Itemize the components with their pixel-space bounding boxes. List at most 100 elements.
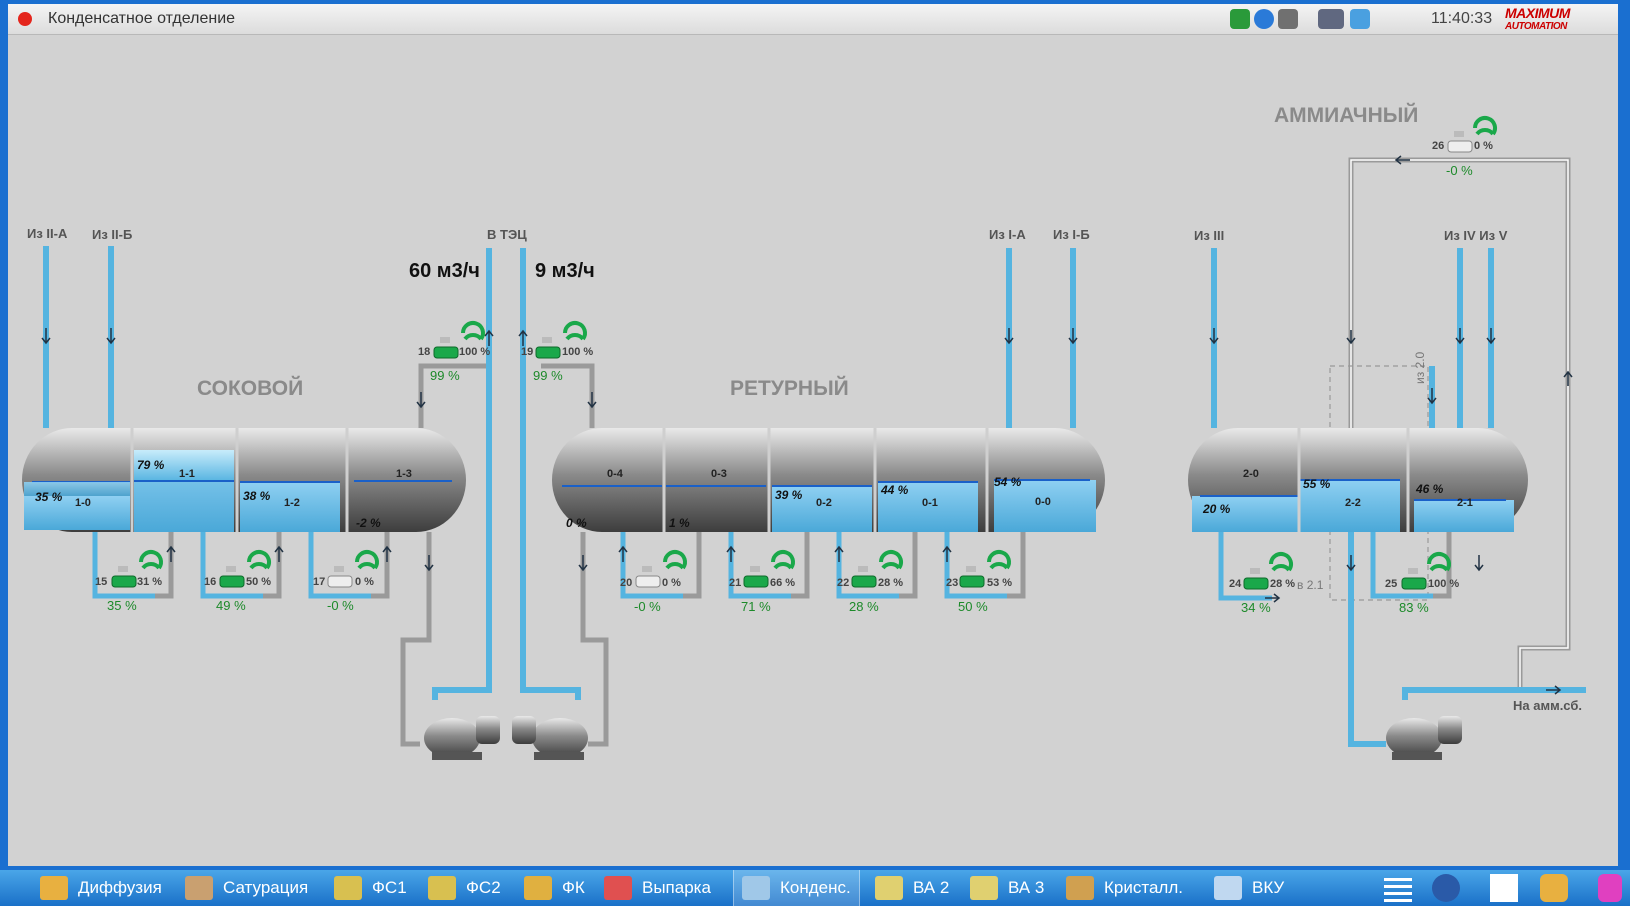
tank-name: 0-1 — [922, 497, 938, 509]
saturation-icon — [185, 876, 213, 900]
network-icon[interactable] — [1278, 9, 1298, 29]
taskbar-fs1[interactable]: ФС1 — [334, 870, 407, 906]
cycle-icon[interactable] — [461, 321, 485, 341]
valve-24[interactable] — [1243, 568, 1269, 590]
filter-icon — [524, 876, 552, 900]
cycle-icon[interactable] — [139, 550, 163, 570]
evaporator-icon — [604, 876, 632, 900]
operator-icon[interactable] — [1318, 9, 1344, 29]
telegram-icon[interactable] — [1350, 9, 1370, 29]
valve-21[interactable] — [743, 566, 769, 588]
valve-feedback: 99 % — [430, 368, 460, 383]
cycle-icon[interactable] — [563, 321, 587, 341]
valve-number: 22 — [837, 577, 850, 589]
valve-15[interactable] — [111, 566, 137, 588]
valve-16[interactable] — [219, 566, 245, 588]
taskbar-va2[interactable]: ВА 2 — [875, 870, 949, 906]
taskbar-vyparka[interactable]: Выпарка — [604, 870, 711, 906]
tank-level: 39 % — [775, 488, 803, 502]
auto-mode-icons — [139, 116, 1497, 572]
taskbar-diffuziya[interactable]: Диффузия — [40, 870, 162, 906]
tank-level: 38 % — [243, 489, 271, 503]
valve-feedback: -0 % — [1446, 163, 1473, 178]
settings-gear-icon[interactable] — [1432, 874, 1460, 902]
cycle-icon[interactable] — [247, 550, 271, 570]
tank-level: 20 % — [1203, 502, 1231, 516]
add-icon[interactable] — [1230, 9, 1250, 29]
valve-17[interactable] — [327, 566, 353, 588]
valve-25[interactable] — [1401, 568, 1427, 590]
tank-name: 1-3 — [396, 468, 412, 480]
flow-rate-1: 60 м3/ч — [409, 260, 480, 282]
valve-26[interactable] — [1447, 131, 1473, 153]
hand-icon[interactable] — [1598, 874, 1622, 902]
inlet-label-ii-b: Из II-Б — [92, 227, 133, 242]
cycle-icon[interactable] — [879, 550, 903, 570]
tank-group-returny — [552, 428, 1105, 532]
valve-number: 20 — [620, 577, 633, 589]
tank-name: 1-1 — [179, 468, 195, 480]
tank-group-sokovoy — [22, 428, 466, 532]
menu-icon[interactable] — [1384, 874, 1412, 902]
cycle-icon[interactable] — [1473, 116, 1497, 136]
vacuum-apparatus-icon — [875, 876, 903, 900]
cycle-icon[interactable] — [987, 550, 1011, 570]
valve-feedback: -0 % — [327, 598, 354, 613]
valve-23[interactable] — [959, 566, 985, 588]
valve-setpoint: 50 % — [246, 576, 272, 588]
tank-name: 2-0 — [1243, 468, 1259, 480]
section-title-ammiachny: АММИАЧНЫЙ — [1274, 104, 1419, 127]
chat-icon[interactable] — [1254, 9, 1274, 29]
trend-chart-icon[interactable] — [1490, 874, 1518, 902]
valve-18[interactable] — [433, 337, 459, 359]
cycle-icon[interactable] — [1427, 552, 1451, 572]
valve-number: 26 — [1432, 140, 1445, 152]
pump-3[interactable] — [1386, 716, 1462, 760]
valve-number: 24 — [1229, 578, 1242, 590]
tank-level: 0 % — [566, 516, 587, 530]
tank-level: 44 % — [881, 483, 909, 497]
crystallizer-icon — [1066, 876, 1094, 900]
taskbar-fk[interactable]: ФК — [524, 870, 585, 906]
valve-setpoint: 31 % — [137, 576, 163, 588]
tank-name: 2-2 — [1345, 497, 1361, 509]
taskbar: Диффузия Сатурация ФС1 ФС2 ФК Выпарка Ко… — [0, 870, 1630, 906]
valve-20[interactable] — [635, 566, 661, 588]
close-icon[interactable] — [18, 12, 32, 26]
taskbar-kondens[interactable]: Конденс. — [733, 870, 860, 906]
valve-setpoint: 0 % — [1474, 140, 1493, 152]
inlet-label-iv-v: Из IV Из V — [1444, 228, 1508, 243]
pump-2[interactable] — [512, 716, 588, 760]
valve-setpoint: 0 % — [355, 576, 374, 588]
annotation-v-2-1: в 2.1 — [1297, 578, 1324, 592]
valve-feedback: 99 % — [533, 368, 563, 383]
valve-symbols — [111, 131, 1473, 590]
tank-name: 1-2 — [284, 497, 300, 509]
taskbar-vku[interactable]: ВКУ — [1214, 870, 1284, 906]
engineer-icon[interactable] — [1540, 874, 1568, 902]
taskbar-kristall[interactable]: Кристалл. — [1066, 870, 1183, 906]
valve-feedback: 28 % — [849, 599, 879, 614]
cycle-icon[interactable] — [663, 550, 687, 570]
cycle-icon[interactable] — [771, 550, 795, 570]
valve-feedback: 83 % — [1399, 600, 1429, 615]
valve-number: 21 — [729, 577, 742, 589]
taskbar-va3[interactable]: ВА 3 — [970, 870, 1044, 906]
filter-icon — [334, 876, 362, 900]
valve-setpoint: 100 % — [562, 346, 594, 358]
pump-1[interactable] — [424, 716, 500, 760]
tank-name: 0-0 — [1035, 496, 1051, 508]
flow-rate-2: 9 м3/ч — [535, 260, 595, 282]
valve-19[interactable] — [535, 337, 561, 359]
taskbar-fs2[interactable]: ФС2 — [428, 870, 501, 906]
cycle-icon[interactable] — [1269, 552, 1293, 572]
cycle-icon[interactable] — [355, 550, 379, 570]
valve-22[interactable] — [851, 566, 877, 588]
valve-feedback: 50 % — [958, 599, 988, 614]
tank-level: -2 % — [356, 516, 381, 530]
valve-number: 19 — [521, 346, 534, 358]
taskbar-saturaciya[interactable]: Сатурация — [185, 870, 308, 906]
tank-name: 0-3 — [711, 468, 727, 480]
tank-name: 2-1 — [1457, 497, 1473, 509]
